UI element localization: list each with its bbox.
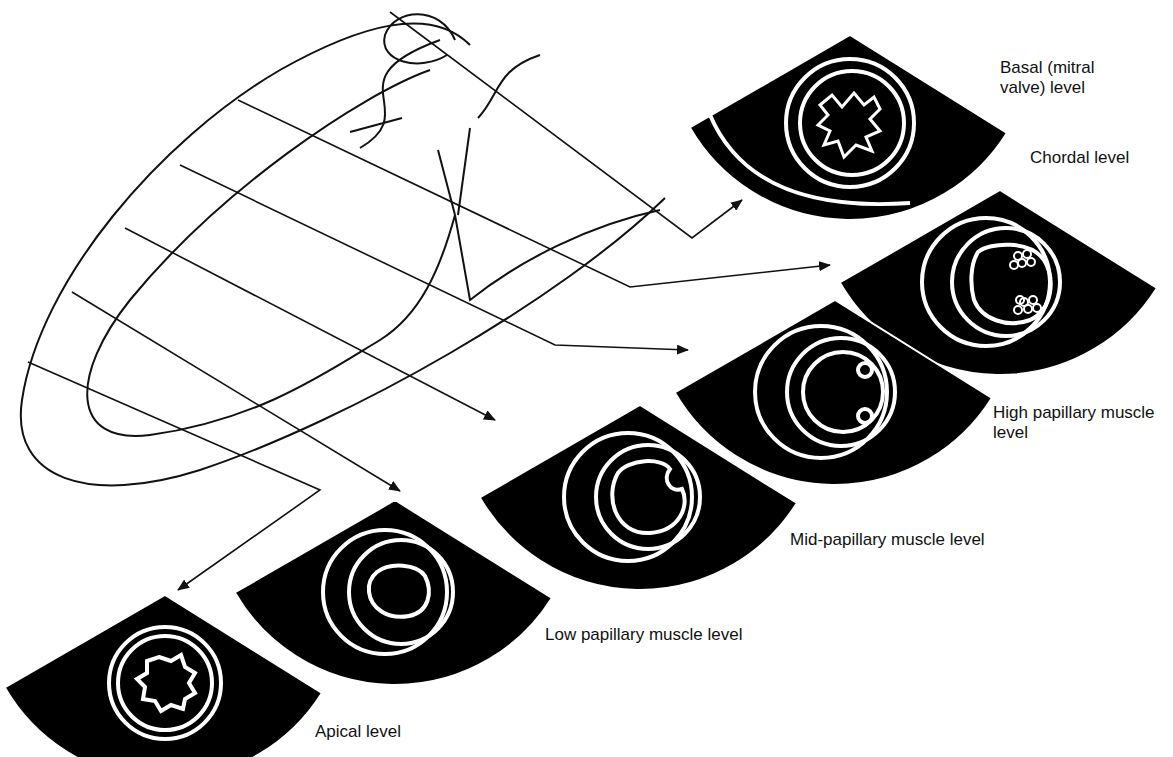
level-label: High papillary muscle level [993,403,1168,444]
echo-sector [690,35,1007,220]
echo-sector [235,500,552,685]
level-label: Chordal level [1030,148,1129,168]
heart-outline [21,14,665,485]
level-label: Basal (mitral valve) level [1000,58,1115,99]
level-label: Mid-papillary muscle level [790,530,985,550]
section-line [28,12,830,590]
echo-sector [480,405,797,590]
echo-sector [5,595,322,757]
level-label: Apical level [315,722,401,742]
level-label: Low papillary muscle level [545,625,742,645]
